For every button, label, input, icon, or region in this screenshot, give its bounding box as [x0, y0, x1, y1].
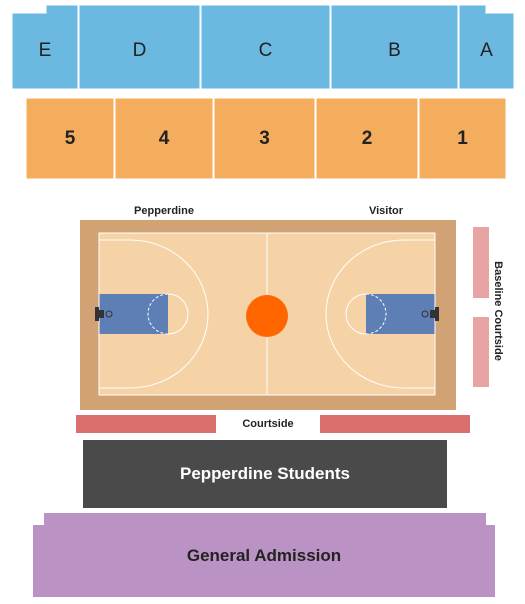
section-4-label: 4 [158, 127, 170, 149]
lower-sections [25, 97, 507, 180]
courtside-label: Courtside [242, 418, 294, 430]
baseline-courtside [473, 227, 489, 387]
section-c[interactable] [200, 4, 331, 90]
section-b-label: B [388, 40, 401, 61]
left-paint [99, 294, 168, 334]
section-2-label: 2 [361, 127, 373, 149]
section-5-label: 5 [64, 127, 76, 149]
left-free-throw-circle [167, 293, 189, 335]
right-three-point-line [325, 239, 435, 389]
section-1[interactable] [418, 97, 507, 180]
courtside-right[interactable] [320, 415, 470, 433]
right-free-throw-circle [345, 293, 367, 335]
courtside-left[interactable] [76, 415, 216, 433]
section-d[interactable] [78, 4, 201, 90]
section-a-label: A [480, 40, 493, 61]
general-admission-label: General Admission [186, 546, 342, 565]
section-5[interactable] [25, 97, 115, 180]
section-3-label: 3 [259, 127, 270, 149]
baseline-courtside-top[interactable] [473, 227, 489, 298]
section-1-label: 1 [457, 127, 468, 149]
pepperdine-students-label: Pepperdine Students [179, 464, 351, 483]
left-hoop-icon [95, 307, 113, 321]
section-c-label: C [258, 40, 273, 61]
section-3[interactable] [213, 97, 316, 180]
section-pepperdine-students[interactable] [83, 440, 447, 508]
right-paint [366, 294, 435, 334]
right-hoop-icon [421, 307, 439, 321]
section-e-label: E [38, 40, 52, 61]
section-b[interactable] [330, 4, 459, 90]
baseline-courtside-bottom[interactable] [473, 317, 489, 387]
section-a[interactable] [458, 4, 515, 90]
left-team-label: Pepperdine [134, 205, 194, 217]
center-circle [246, 295, 288, 337]
upper-sections [11, 4, 515, 90]
courtside [76, 415, 470, 433]
left-three-point-line [99, 239, 209, 389]
section-e[interactable] [11, 4, 79, 90]
basketball-court [80, 220, 456, 410]
section-2[interactable] [315, 97, 419, 180]
section-4[interactable] [114, 97, 214, 180]
section-d-label: D [132, 40, 147, 61]
right-team-label: Visitor [368, 205, 404, 217]
baseline-courtside-label: Baseline Courtside [492, 261, 504, 361]
section-general-admission[interactable] [33, 513, 495, 597]
